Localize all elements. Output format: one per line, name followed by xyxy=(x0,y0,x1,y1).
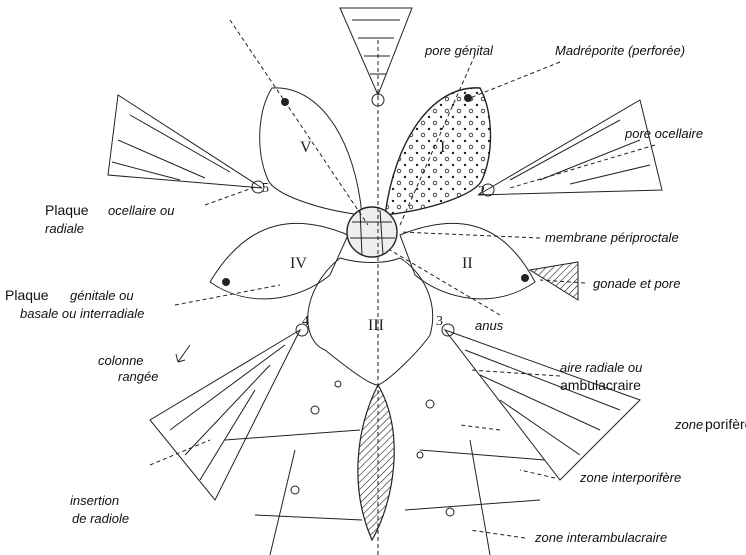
genital-pore-II xyxy=(521,274,529,282)
ambulacrum-top xyxy=(340,8,412,95)
genital-pore-IV xyxy=(222,278,230,286)
label-ocellaire-3: radiale xyxy=(45,221,84,236)
label-zone-porifere-b: porifère xyxy=(705,416,746,432)
label-interambulacraire: zone interambulacraire xyxy=(534,530,667,545)
ambulacrum-right-lower xyxy=(445,330,640,480)
plate-III: III xyxy=(368,317,384,334)
plate-II: II xyxy=(462,255,473,272)
label-pore-genital: pore génital xyxy=(424,43,494,58)
ocular-4: 4 xyxy=(302,314,309,329)
ocular-2: 2 xyxy=(478,184,485,199)
label-madreporite: Madréporite (perforée) xyxy=(555,43,685,58)
ocular-3: 3 xyxy=(436,314,443,329)
label-ambulacraire: ambulacraire xyxy=(560,377,641,393)
label-membrane: membrane périproctale xyxy=(545,230,679,245)
plate-V: V xyxy=(300,139,312,156)
label-genitale-plaque: Plaque xyxy=(5,287,49,303)
genital-plate-IV xyxy=(210,223,348,299)
plate-IV: IV xyxy=(290,255,307,272)
genital-plate-I xyxy=(385,88,490,215)
label-colonne: colonne xyxy=(98,353,144,368)
ambulacrum-left-upper xyxy=(108,95,262,188)
label-insertion: insertion xyxy=(70,493,119,508)
periproct-membrane xyxy=(347,207,397,257)
genital-pore-I xyxy=(464,94,472,102)
label-zone-porifere-a: zone xyxy=(674,417,703,432)
ambulacrum-left-lower xyxy=(150,330,300,500)
label-anus: anus xyxy=(475,318,504,333)
label-interporifere: zone interporifère xyxy=(579,470,681,485)
ocular-5: 5 xyxy=(262,181,269,196)
label-ocellaire-2: ocellaire ou xyxy=(108,203,175,218)
label-rangee: rangée xyxy=(118,369,158,384)
label-radiole: de radiole xyxy=(72,511,129,526)
label-gonade: gonade et pore xyxy=(593,276,680,291)
label-ocellaire-plaque: Plaque xyxy=(45,202,89,218)
central-hatched-plate xyxy=(358,385,394,540)
label-genitale-2: génitale ou xyxy=(70,288,134,303)
plate-I: I xyxy=(440,139,445,156)
label-aire: aire radiale ou xyxy=(560,360,642,375)
label-genitale-3: basale ou interradiale xyxy=(20,306,144,321)
label-pore-ocellaire: pore ocellaire xyxy=(624,126,703,141)
